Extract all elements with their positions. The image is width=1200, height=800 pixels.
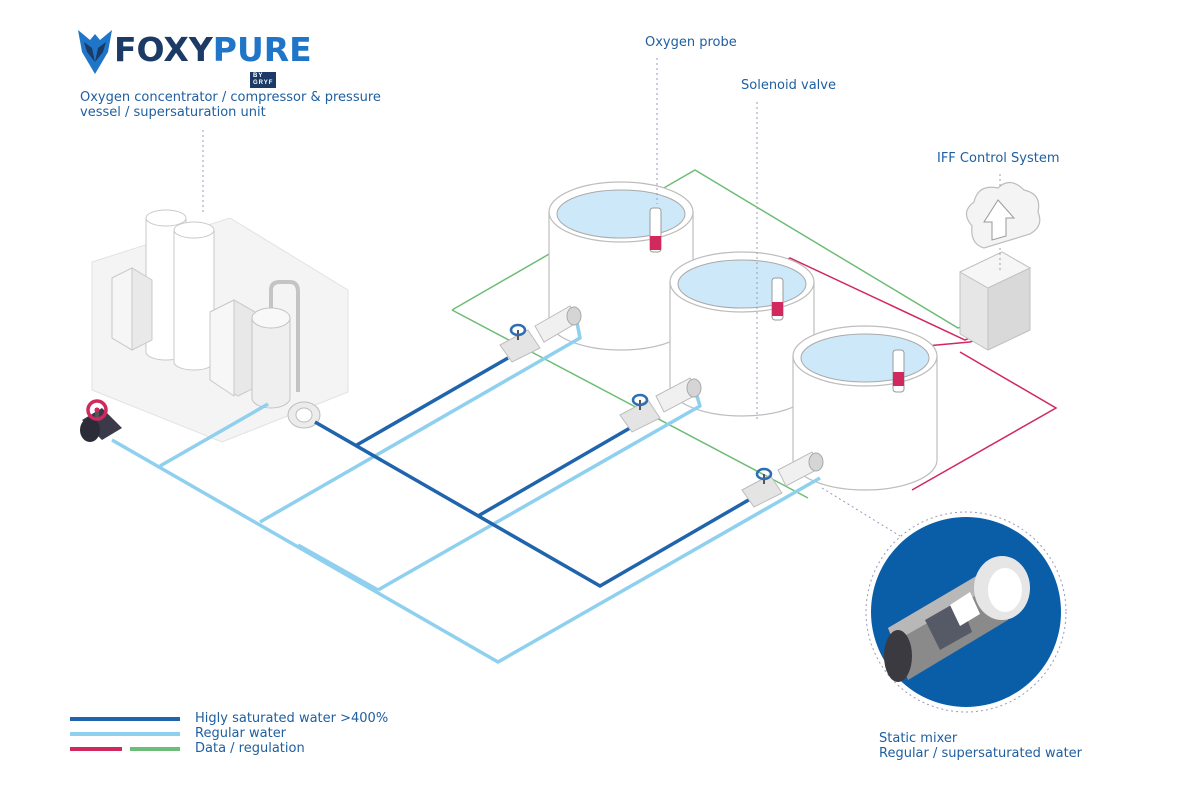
label-solenoid-valve: Solenoid valve bbox=[741, 78, 836, 93]
static-mixer-detail bbox=[865, 511, 1067, 713]
label-oxygen-probe: Oxygen probe bbox=[645, 35, 737, 50]
leader-lines bbox=[202, 58, 1001, 537]
fox-logo-icon bbox=[78, 30, 112, 74]
legend-label-saturated: Higly saturated water >400% bbox=[195, 711, 389, 726]
oxygen-concentrator-unit bbox=[91, 209, 349, 443]
label-iff-control: IFF Control System bbox=[937, 151, 1060, 166]
label-static-mixer: Static mixer bbox=[879, 731, 958, 746]
legend-swatch-regular bbox=[70, 732, 180, 736]
inlet-valve-icon bbox=[80, 399, 122, 442]
legend-swatch-data-green bbox=[130, 747, 180, 751]
oxygen-probe-1 bbox=[649, 207, 662, 253]
brand-wordmark: FOXYPURE bbox=[114, 30, 312, 69]
mixer-valve-1 bbox=[499, 305, 582, 363]
label-concentrator-line2: vessel / supersaturation unit bbox=[80, 105, 266, 120]
legend-label-regular: Regular water bbox=[195, 726, 287, 741]
cloud-upload-icon bbox=[965, 181, 1041, 249]
oxygen-probe-3 bbox=[892, 349, 905, 393]
legend-swatch-data-red bbox=[70, 747, 122, 751]
saturated-water-pipes bbox=[314, 356, 753, 588]
label-static-mixer-water: Regular / supersaturated water bbox=[879, 746, 1083, 761]
oxygen-probe-2 bbox=[771, 277, 784, 321]
legend-swatch-saturated bbox=[70, 717, 180, 721]
legend-label-data: Data / regulation bbox=[195, 741, 305, 756]
label-concentrator-line1: Oxygen concentrator / compressor & press… bbox=[80, 90, 381, 105]
mixer-valve-3 bbox=[741, 451, 824, 508]
brand-tagline: BY GRYF bbox=[250, 72, 277, 88]
iff-control-cabinet bbox=[958, 251, 1032, 351]
mixer-valve-2 bbox=[619, 377, 702, 433]
